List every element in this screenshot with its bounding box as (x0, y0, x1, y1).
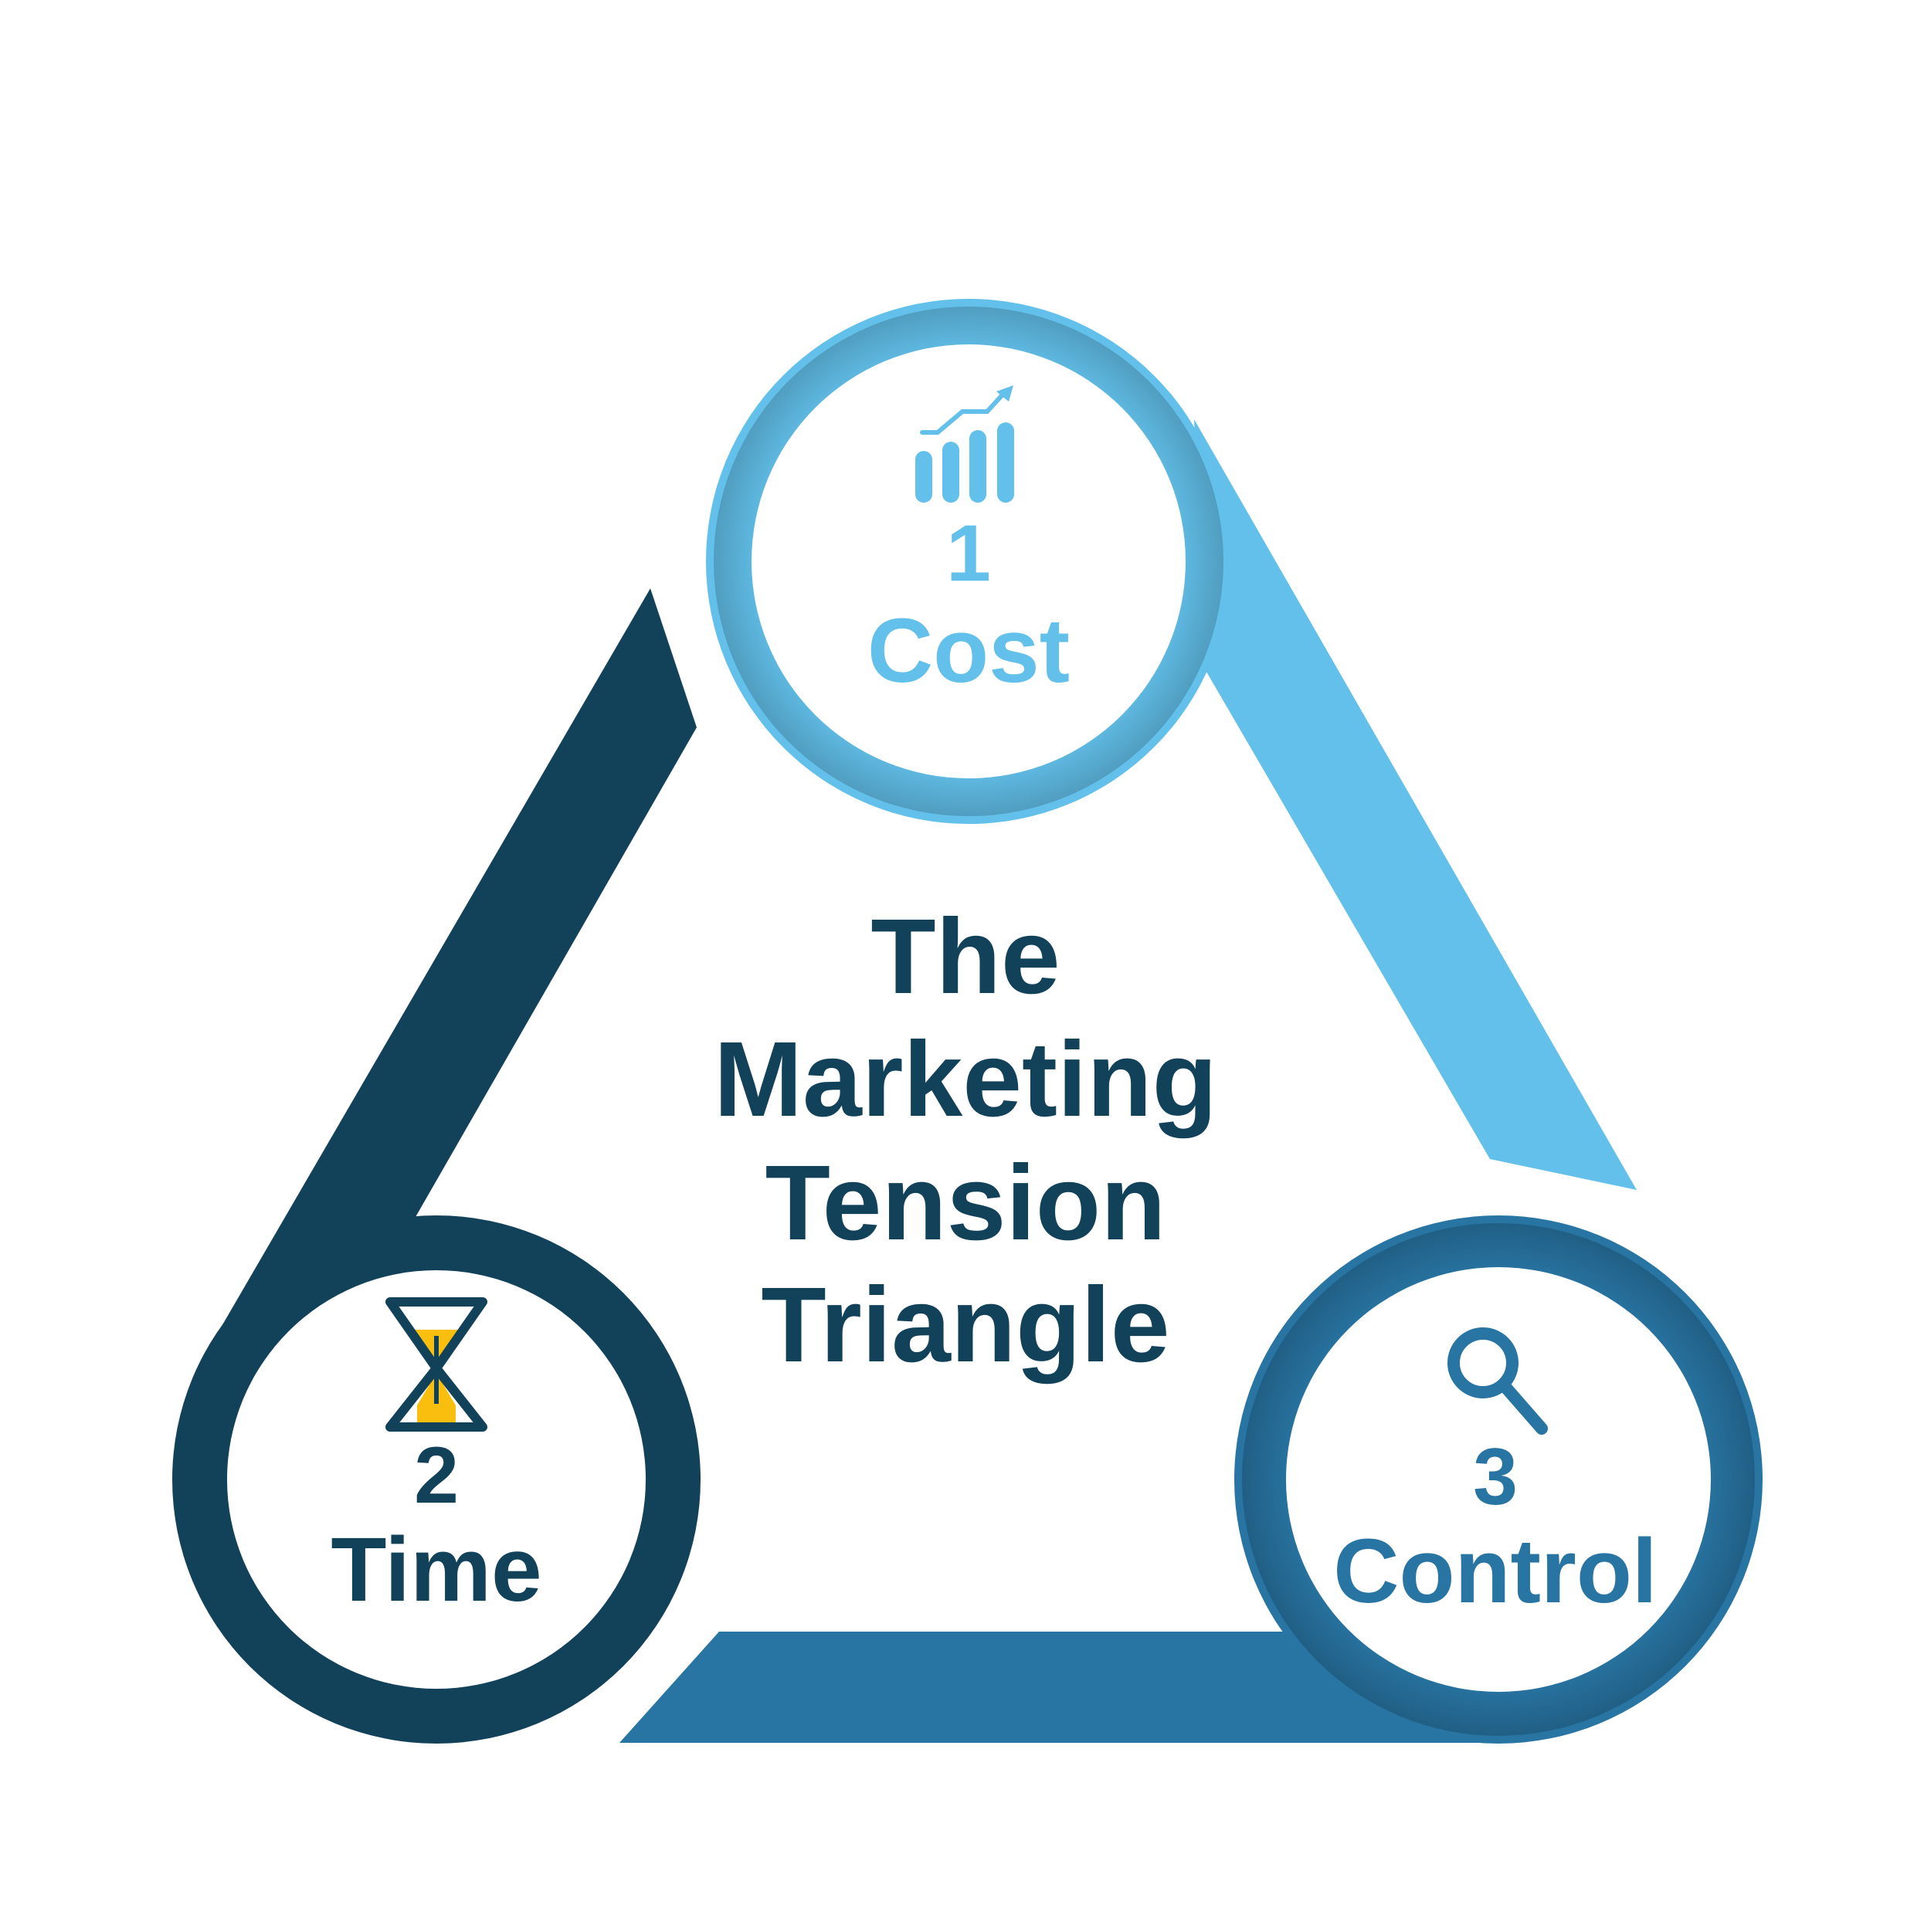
node-time-number: 2 (414, 1431, 459, 1520)
node-control: 3 Control (1234, 1215, 1763, 1744)
node-time: 2 Time (172, 1215, 701, 1744)
bar-chart-growth-icon (915, 385, 1014, 503)
band-bottom (619, 1632, 1498, 1743)
title-line-4: Triangle (761, 1266, 1169, 1385)
diagram-title: The Marketing Tension Triangle (714, 897, 1217, 1385)
band-left (204, 588, 697, 1357)
node-cost: 1 Cost (706, 299, 1231, 824)
node-cost-number: 1 (946, 509, 991, 598)
band-right (1194, 419, 1637, 1190)
node-control-number: 3 (1473, 1432, 1518, 1522)
node-cost-label: Cost (867, 600, 1070, 702)
node-time-label: Time (331, 1519, 541, 1621)
node-control-label: Control (1333, 1520, 1657, 1622)
title-line-2: Marketing (714, 1020, 1217, 1139)
title-line-1: The (870, 897, 1060, 1016)
hourglass-icon (385, 1297, 487, 1432)
magnifier-icon (1447, 1327, 1548, 1435)
title-line-3: Tension (765, 1144, 1166, 1263)
